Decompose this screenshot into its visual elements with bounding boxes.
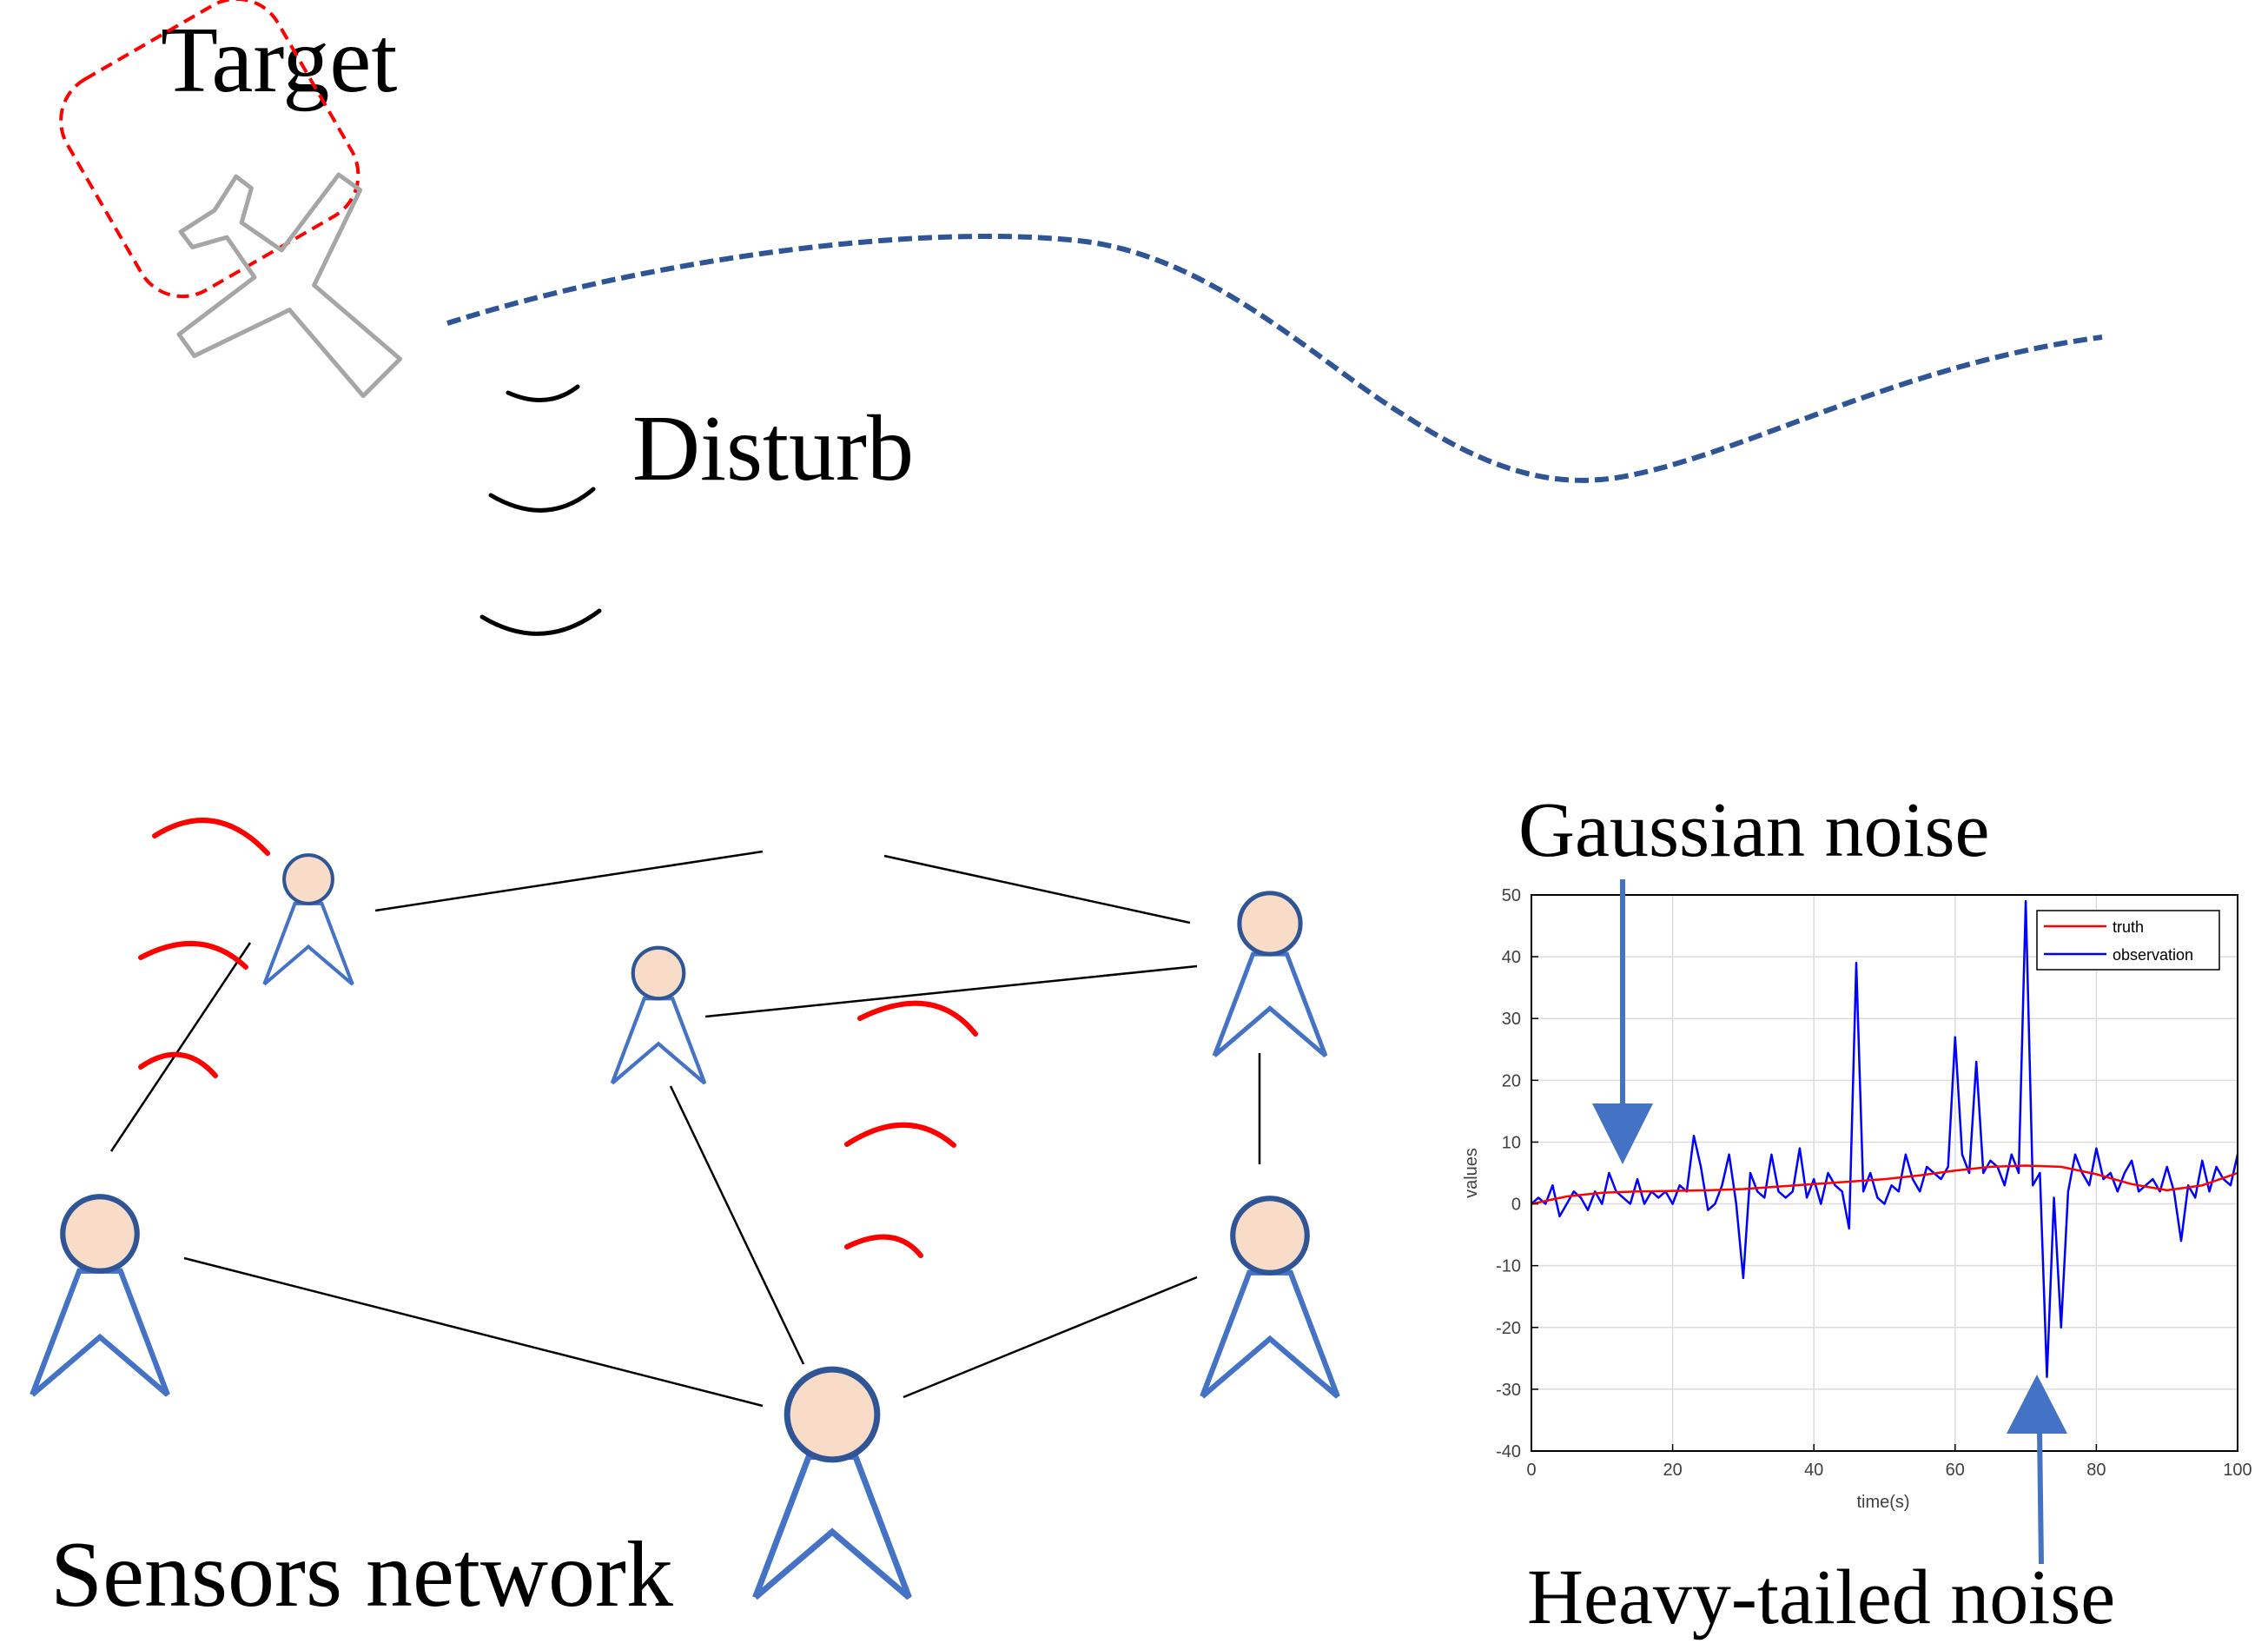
target-box — [59, 0, 360, 299]
target-trajectory — [446, 233, 2103, 483]
chart-ticks: 0 20 40 60 80 100 -40 -30 -20 -10 0 10 20 30 40 50 — [1496, 886, 2252, 1480]
disturb-label: Disturb — [632, 397, 914, 500]
antenna-sensor-icon — [262, 853, 354, 986]
heavy-tailed-noise-label: Heavy-tailed noise — [1527, 1554, 2115, 1640]
link — [109, 942, 252, 1152]
y-tick-label: -20 — [1496, 1319, 1521, 1338]
legend-truth-label: truth — [2113, 918, 2144, 936]
chart-grid — [1531, 894, 2238, 1452]
y-tick-label: 50 — [1502, 886, 1521, 905]
link — [669, 1085, 805, 1365]
x-tick-label: 40 — [1804, 1461, 1823, 1480]
link — [704, 964, 1198, 1018]
link — [883, 854, 1191, 924]
x-tick-label: 80 — [2086, 1461, 2106, 1480]
heavy-tailed-noise-arrow — [2007, 1375, 2067, 1565]
x-axis-label: time(s) — [1856, 1493, 1909, 1512]
link — [374, 850, 764, 912]
disturbance-arcs-icon — [479, 384, 602, 636]
y-axis-label: values — [1462, 1148, 1481, 1198]
x-tick-label: 100 — [2223, 1461, 2251, 1480]
series-observation-line — [1531, 899, 2238, 1378]
sensor-3 — [1212, 891, 1328, 1058]
link — [183, 1256, 764, 1408]
target-group — [59, 0, 403, 399]
sensor-4 — [30, 1194, 170, 1397]
target-label: Target — [161, 9, 397, 112]
gaussian-noise-label: Gaussian noise — [1518, 787, 1989, 873]
network-links — [109, 850, 1261, 1408]
sensor-6 — [752, 1366, 912, 1600]
sensor-2 — [610, 945, 707, 1085]
y-tick-label: 20 — [1502, 1071, 1521, 1090]
y-tick-label: -10 — [1496, 1257, 1521, 1276]
y-tick-label: -40 — [1496, 1442, 1521, 1461]
y-tick-label: 0 — [1511, 1196, 1521, 1215]
y-tick-label: -30 — [1496, 1381, 1521, 1400]
plot-frame — [1531, 894, 2238, 1452]
y-tick-label: 40 — [1502, 948, 1521, 967]
sensor-5 — [1200, 1196, 1340, 1399]
chart-legend: truth observation — [2036, 910, 2220, 971]
noise-chart: 0 20 40 60 80 100 -40 -30 -20 -10 0 10 20 30 40 50 time… — [1462, 886, 2252, 1512]
series-truth-line — [1531, 1164, 2238, 1205]
x-tick-label: 60 — [1946, 1461, 1965, 1480]
legend-observation-label: observation — [2113, 946, 2193, 964]
sensors-network-label: Sensors network — [50, 1523, 673, 1627]
signal-arcs — [138, 818, 978, 1258]
antenna-sensor-icon — [752, 1366, 912, 1600]
y-tick-label: 30 — [1502, 1010, 1521, 1029]
gaussian-noise-arrow — [1592, 879, 1653, 1164]
antenna-sensor-icon — [610, 945, 707, 1085]
x-tick-label: 20 — [1663, 1461, 1682, 1480]
antenna-sensor-icon — [1212, 891, 1328, 1058]
antenna-sensor-icon — [1200, 1196, 1340, 1399]
y-tick-label: 10 — [1502, 1133, 1521, 1152]
link — [903, 1276, 1198, 1399]
sensor-1 — [262, 853, 354, 986]
chart-series — [1531, 899, 2238, 1378]
airplane-icon — [176, 172, 403, 399]
x-tick-label: 0 — [1526, 1461, 1536, 1480]
antenna-sensor-icon — [30, 1194, 170, 1397]
